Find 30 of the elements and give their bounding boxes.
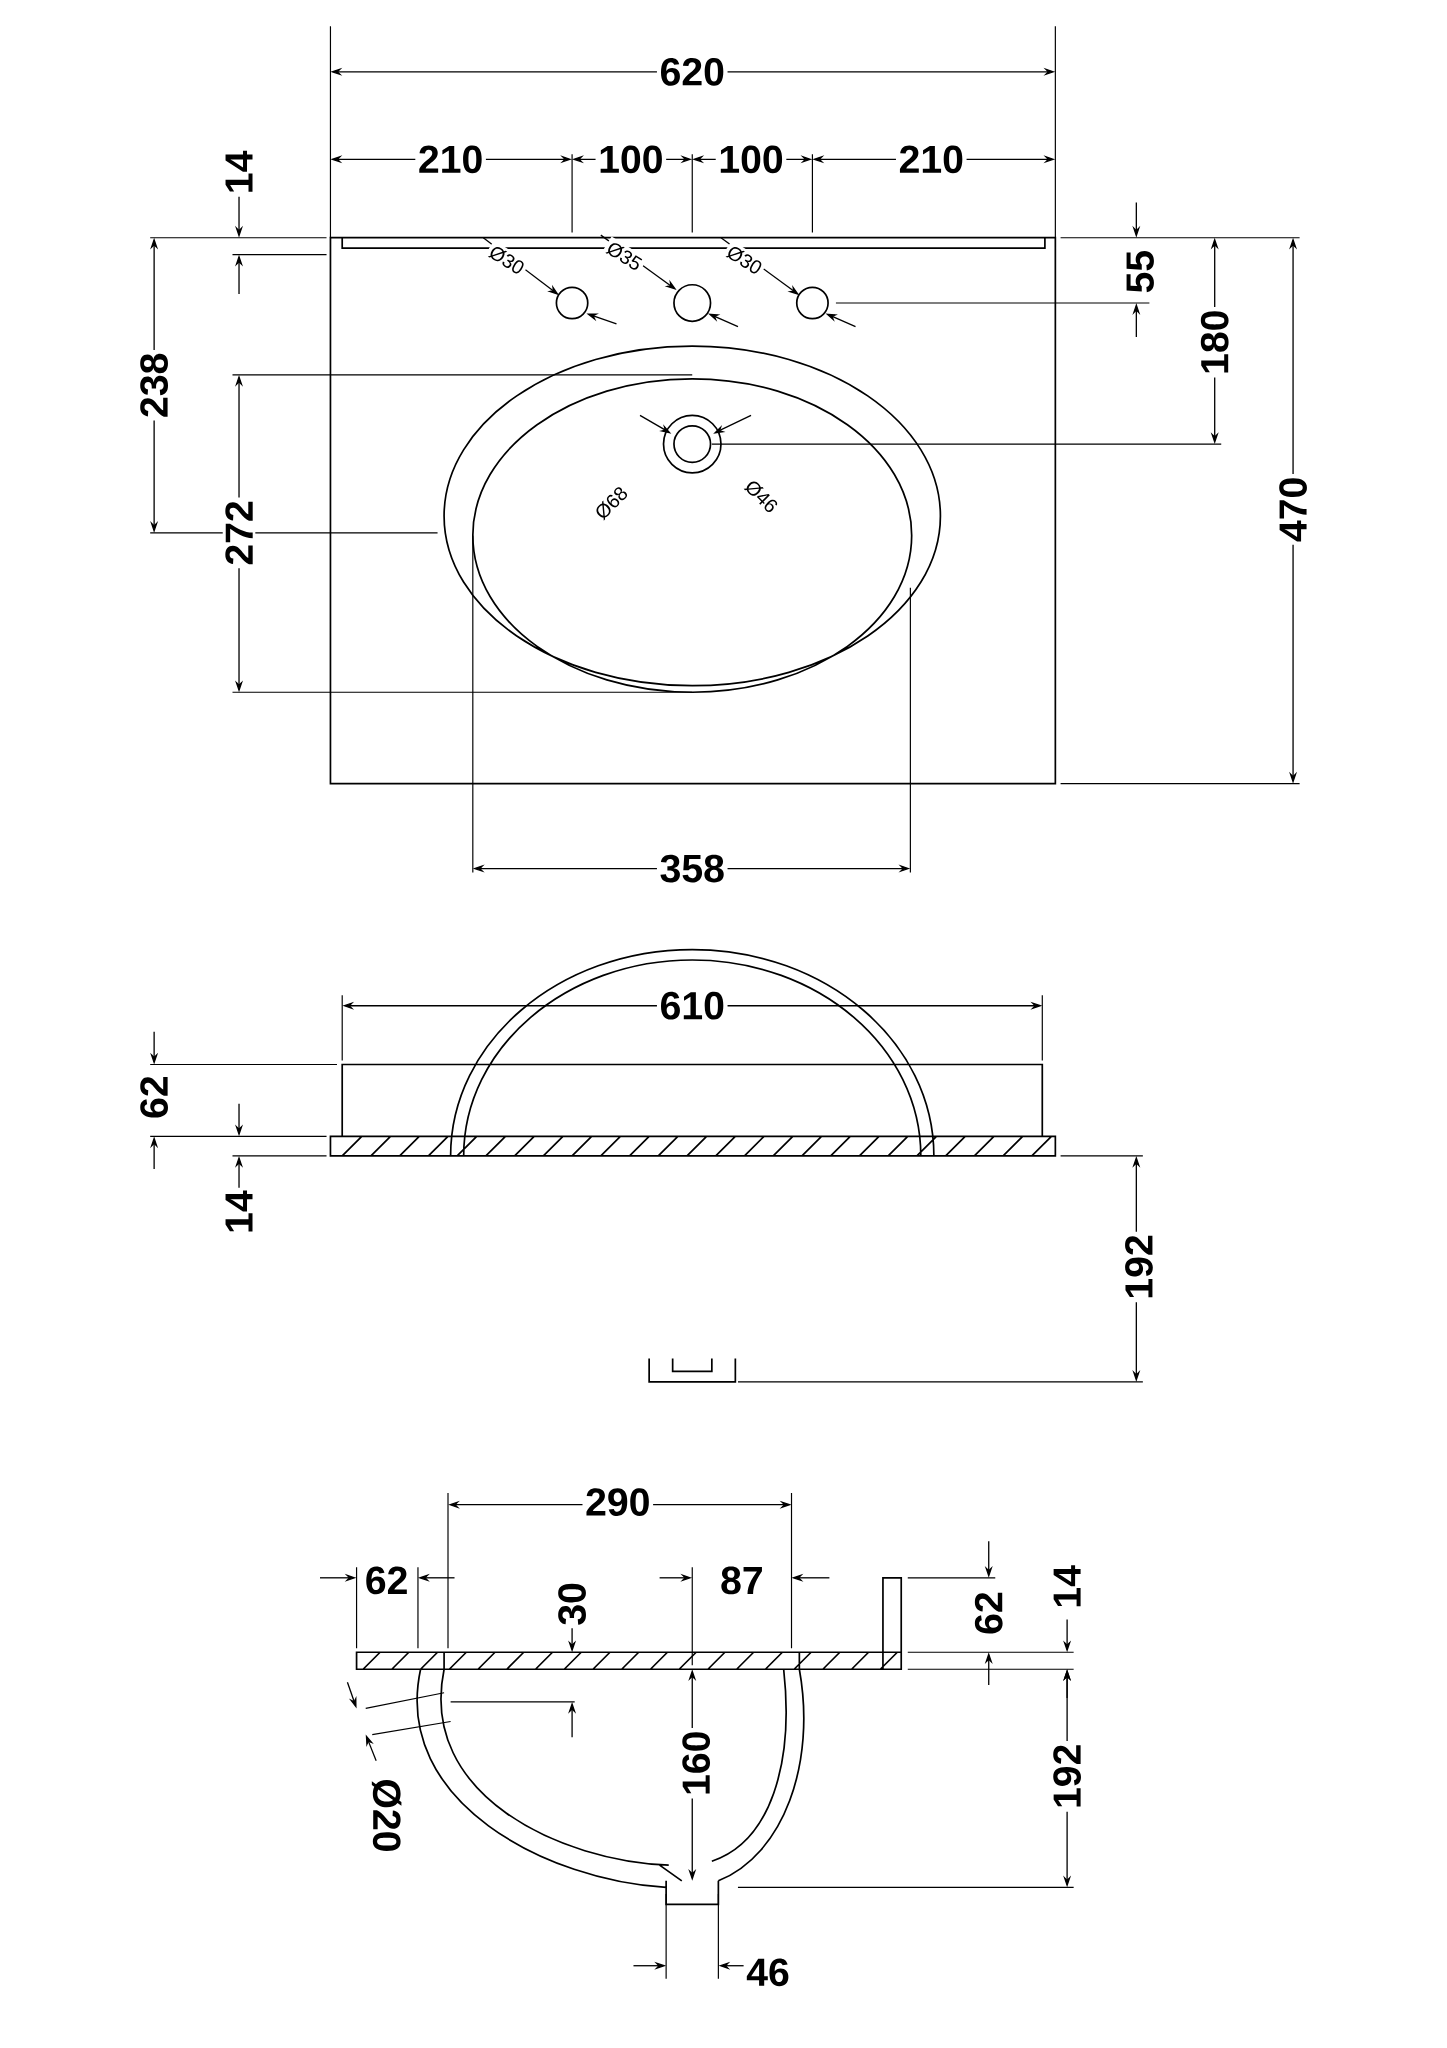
dimension-label: 192 <box>1122 1231 1156 1303</box>
dimension-label: 610 <box>656 989 728 1023</box>
dimension-label: 470 <box>1276 474 1310 545</box>
dimension-label: 238 <box>137 350 171 421</box>
dimension-label: 160 <box>679 1728 713 1799</box>
dimension-label: 620 <box>656 55 728 89</box>
dimension-label: 30 <box>555 1579 589 1629</box>
dimension-label: 46 <box>743 1955 793 1989</box>
dimension-label: 62 <box>972 1588 1006 1638</box>
dimension-label: 180 <box>1198 306 1232 378</box>
dimension-label: 272 <box>222 497 256 569</box>
dimension-label: Ø35 <box>601 236 648 276</box>
dimension-label: 192 <box>1050 1741 1084 1812</box>
dimension-label: Ø20 <box>369 1775 404 1856</box>
dimension-label: 62 <box>137 1072 171 1122</box>
dimension-label: 290 <box>582 1485 653 1519</box>
dimension-label: Ø30 <box>721 240 768 280</box>
dimension-label: 55 <box>1123 247 1157 297</box>
dimension-label: 100 <box>715 142 787 176</box>
dimension-label: 100 <box>595 142 667 176</box>
dimension-label: 87 <box>717 1563 767 1597</box>
dimension-label: 210 <box>895 142 967 176</box>
dimension-label: 210 <box>415 142 486 176</box>
dimension-label: 14 <box>222 148 256 197</box>
dimension-label: Ø30 <box>483 240 530 280</box>
dimension-label: 358 <box>656 852 728 886</box>
dimension-label: 62 <box>362 1563 411 1597</box>
dimension-label: 14 <box>222 1187 256 1237</box>
dimension-label: 14 <box>1050 1562 1084 1612</box>
dimension-label: Ø46 <box>739 474 784 519</box>
